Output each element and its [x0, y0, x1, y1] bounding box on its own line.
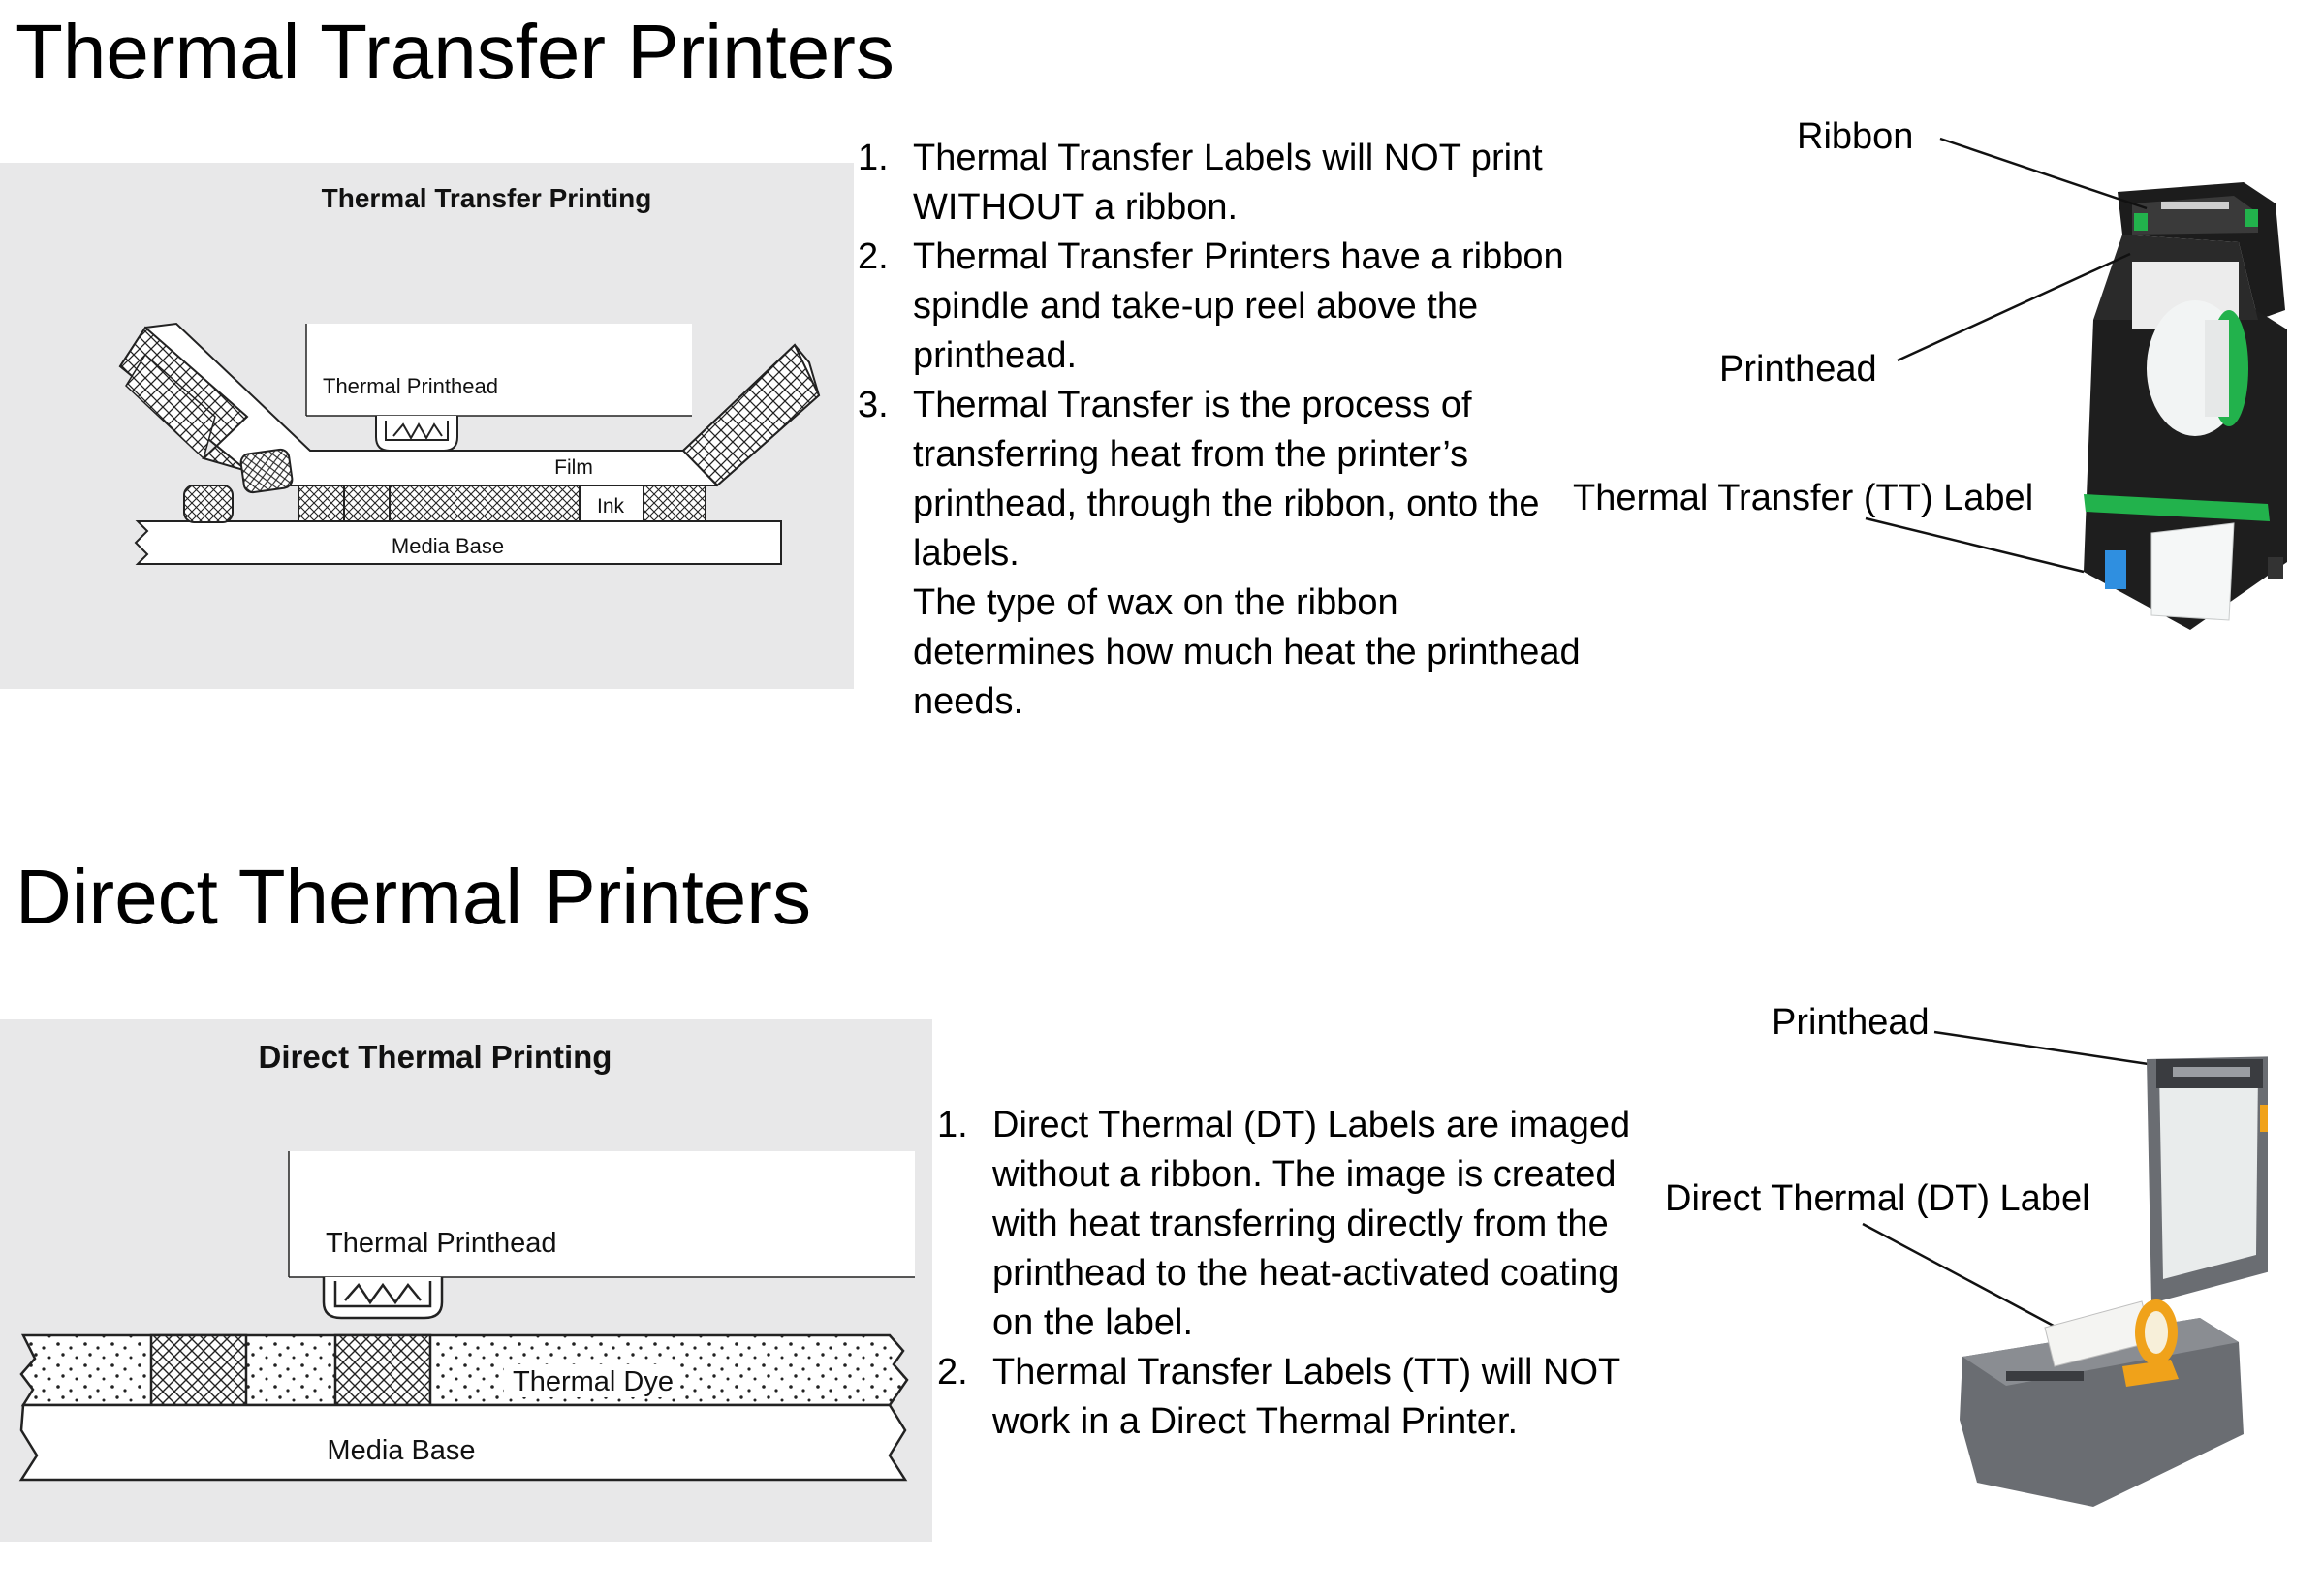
- tt-printhead-label: Thermal Printhead: [323, 374, 498, 398]
- tt-ink-layer: [298, 485, 581, 522]
- dt-callout-printhead: Printhead: [1772, 1002, 1930, 1043]
- dt-printhead: [289, 1151, 915, 1277]
- direct-thermal-list: 1. Direct Thermal (DT) Labels are imaged…: [937, 1101, 1654, 1447]
- tt-media-base: [134, 520, 782, 565]
- list-number: 1.: [937, 1105, 968, 1145]
- tt-ink-label: Ink: [597, 495, 625, 517]
- direct-thermal-diagram: Direct Thermal Printing Thermal Printhea…: [0, 1019, 932, 1542]
- thermal-transfer-heading: Thermal Transfer Printers: [16, 9, 895, 95]
- dt-media-base: [18, 1403, 908, 1482]
- list-item-text: Thermal Transfer is the process of trans…: [913, 385, 1540, 574]
- list-item: 2. Thermal Transfer Printers have a ribb…: [858, 233, 1585, 381]
- dt-diagram-title: Direct Thermal Printing: [259, 1039, 612, 1075]
- list-item-text: Thermal Transfer Labels will NOT print W…: [913, 138, 1543, 228]
- dt-image-area: [149, 1333, 248, 1407]
- list-item: 3. Thermal Transfer is the process of tr…: [858, 381, 1585, 727]
- dt-media-base-label: Media Base: [327, 1435, 475, 1466]
- list-number: 2.: [937, 1352, 968, 1393]
- tt-ink-blob-left: [183, 485, 234, 523]
- dt-callout-label: Direct Thermal (DT) Label: [1665, 1178, 2090, 1219]
- tt-diagram-title: Thermal Transfer Printing: [322, 183, 652, 213]
- list-item-text: Thermal Transfer Printers have a ribbon …: [913, 236, 1564, 376]
- list-item: 1. Thermal Transfer Labels will NOT prin…: [858, 134, 1585, 233]
- list-item-extra: The type of wax on the ribbon determines…: [913, 582, 1581, 722]
- list-number: 1.: [858, 138, 889, 178]
- list-number: 2.: [858, 236, 889, 277]
- tt-callout-label: Thermal Transfer (TT) Label: [1573, 478, 2034, 518]
- list-item: 1. Direct Thermal (DT) Labels are imaged…: [937, 1101, 1654, 1348]
- list-item-text: Thermal Transfer Labels (TT) will NOT wo…: [992, 1352, 1620, 1442]
- thermal-transfer-list: 1. Thermal Transfer Labels will NOT prin…: [858, 134, 1585, 727]
- thermal-transfer-diagram-svg: Thermal Transfer Printing Media Base Ink…: [118, 183, 821, 565]
- tt-ribbon-backing-right: [681, 343, 821, 487]
- dt-printer-photo: [1960, 1056, 2268, 1507]
- tt-callout-printhead: Printhead: [1719, 349, 1877, 390]
- dt-printhead-label: Thermal Printhead: [326, 1228, 557, 1259]
- dt-heating-element: [322, 1277, 444, 1320]
- tt-film-label: Film: [554, 456, 593, 479]
- list-item-text: Direct Thermal (DT) Labels are imaged wi…: [992, 1105, 1631, 1343]
- dt-thermal-dye-label: Thermal Dye: [513, 1366, 674, 1397]
- direct-thermal-heading: Direct Thermal Printers: [16, 854, 811, 940]
- dt-image-area: [333, 1333, 432, 1407]
- direct-thermal-diagram-svg: Direct Thermal Printing Thermal Printhea…: [18, 1039, 915, 1482]
- list-item: 2. Thermal Transfer Labels (TT) will NOT…: [937, 1348, 1654, 1447]
- thermal-transfer-diagram: Thermal Transfer Printing Media Base Ink…: [0, 163, 854, 689]
- tt-printhead: [306, 324, 692, 416]
- tt-heating-element: [375, 416, 458, 452]
- tt-callout-ribbon: Ribbon: [1797, 116, 1914, 157]
- tt-printer-photo: [2084, 182, 2287, 630]
- tt-media-base-label: Media Base: [392, 534, 504, 558]
- list-number: 3.: [858, 385, 889, 425]
